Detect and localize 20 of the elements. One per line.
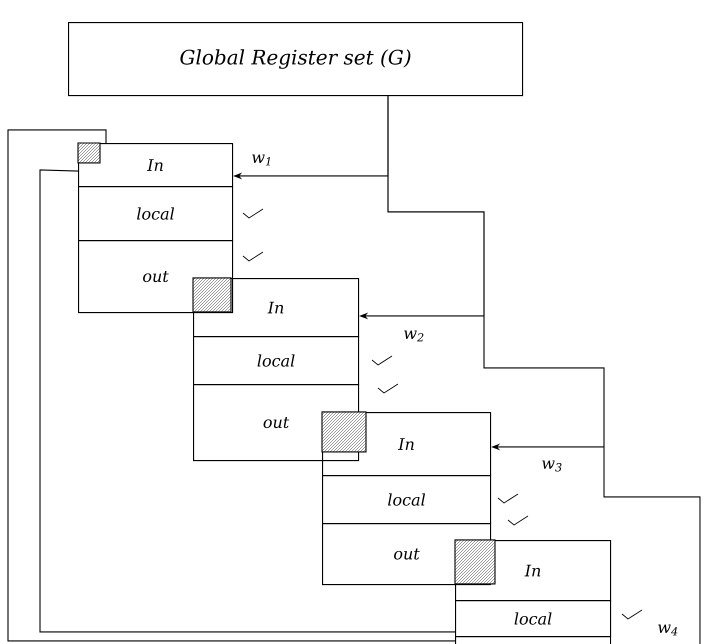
edge-label: w$_{1}$ [252,154,270,166]
window-label: w$_{4}$ [658,624,678,636]
register-row: out [193,384,360,462]
register-row: local [193,336,360,386]
connector [39,169,455,633]
register-row: out [78,240,234,314]
register-row [455,636,612,644]
register-row: local [78,186,234,242]
register-row: local [322,474,492,524]
register-set-box: Global Register set (G) [68,22,524,96]
register-row: In [193,278,360,338]
register-row: In [455,540,612,602]
edge-label: w$_{3}$ [542,460,562,472]
register-row: In [78,142,234,188]
register-row: out [322,522,492,586]
edge-label: w$_{2}$ [404,330,424,342]
register-row: In [322,412,492,476]
connector [387,96,605,450]
connector [7,129,455,642]
register-row: local [455,600,612,638]
